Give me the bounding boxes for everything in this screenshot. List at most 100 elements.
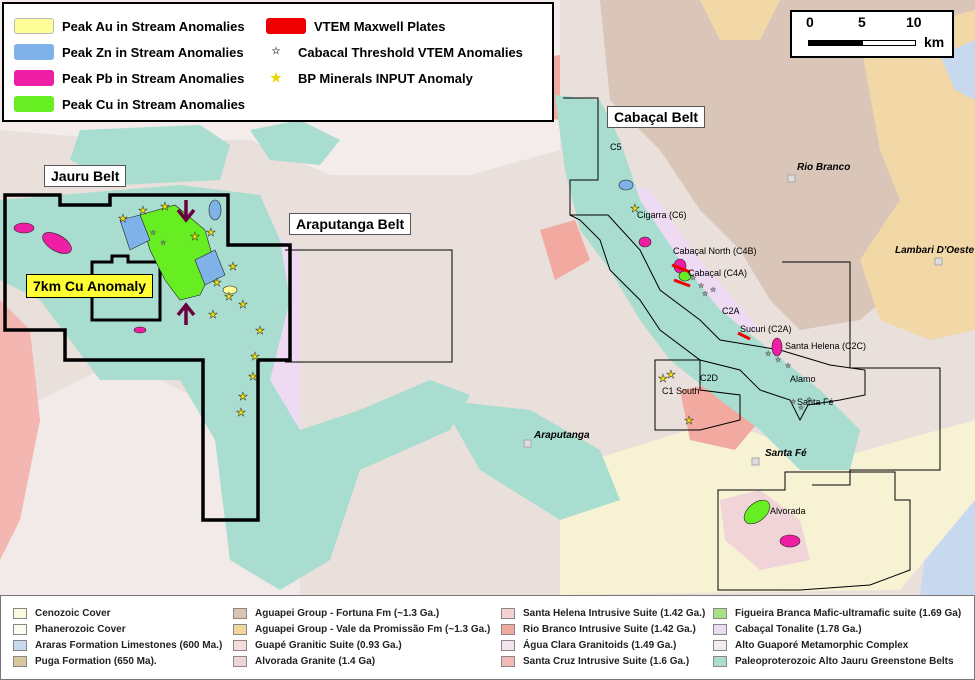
svg-text:★: ★ (160, 200, 170, 213)
pb-anomaly-alvorada (779, 534, 801, 548)
scale-label-5: 5 (858, 14, 866, 30)
svg-text:★: ★ (255, 324, 265, 337)
target-c5: C5 (610, 142, 622, 152)
rio-branco-area-1 (540, 220, 590, 280)
small-star-icon: ☆ (271, 46, 281, 57)
svg-text:★: ★ (212, 276, 222, 289)
scale-segment-light (862, 40, 916, 46)
zn-anomaly-1 (119, 214, 151, 251)
cabacal-belt-label: Cabaçal Belt (607, 106, 706, 128)
geo-item-araras: Araras Formation Limestones (600 Ma.) (13, 638, 222, 652)
cu-anomaly-label: 7km Cu Anomaly (26, 274, 154, 298)
target-c2a: C2A (722, 306, 740, 316)
label: Aguapei Group - Vale da Promissão Fm (~1… (255, 623, 491, 635)
svg-text:★: ★ (250, 350, 260, 363)
pb-anomaly-c4b (638, 236, 652, 248)
vtem-plate-swatch (266, 18, 306, 34)
svg-text:★: ★ (236, 406, 246, 419)
town-araputanga: Araputanga (534, 430, 590, 441)
label: Araras Formation Limestones (600 Ma.) (35, 639, 223, 651)
svg-text:★: ★ (228, 260, 238, 273)
target-sucuri: Sucuri (C2A) (740, 324, 792, 334)
cabacal-greenstone-belt (555, 95, 860, 470)
svg-text:☆: ☆ (690, 274, 696, 282)
svg-text:★: ★ (630, 202, 640, 215)
pb-anomaly-south (133, 326, 147, 334)
legend-label-bp-input: BP Minerals INPUT Anomaly (298, 70, 473, 86)
label: Santa Cruz Intrusive Suite (1.6 Ga.) (523, 655, 690, 667)
au-anomaly-1 (222, 285, 238, 295)
scale-label-10: 10 (906, 14, 922, 30)
greenstone-patch-north (250, 120, 340, 165)
scale-unit: km (924, 34, 945, 50)
label: Cenozoic Cover (35, 607, 111, 619)
araputanga-marker (523, 439, 532, 448)
town-lambari: Lambari D'Oeste (895, 245, 975, 256)
geo-item-rio-branco: Rio Branco Intrusive Suite (1.42 Ga.) (501, 622, 696, 636)
swatch (233, 639, 247, 651)
legend-label-cu: Peak Cu in Stream Anomalies (62, 96, 246, 112)
svg-text:☆: ☆ (785, 362, 791, 370)
cabacal-tenement-outline (563, 97, 866, 422)
pb-swatch (14, 70, 54, 86)
legend-item-pb: Peak Pb in Stream Anomalies (14, 68, 244, 88)
geo-item-vale-promissao: Aguapei Group - Vale da Promissão Fm (~1… (233, 622, 490, 636)
araputanga-tenement (285, 249, 453, 363)
svg-text:★: ★ (206, 226, 216, 239)
bp-input-anomaly-stars: ★★★ ★★★ ★★★ ★★★ ★★★ ★★★ ★ (118, 200, 695, 428)
lambari-marker (934, 257, 943, 266)
legend-label-vtem-plates: VTEM Maxwell Plates (314, 18, 446, 34)
scale-segment-dark (808, 40, 862, 46)
cabacal-vtem-anomaly-stars: ☆☆☆ ☆☆☆ ☆☆☆ ☆☆☆ (150, 229, 813, 412)
svg-text:★: ★ (658, 372, 668, 385)
swatch (713, 639, 727, 651)
svg-text:★: ★ (224, 290, 234, 303)
cu-swatch (14, 96, 54, 112)
svg-text:☆: ☆ (710, 286, 716, 294)
geo-item-santa-cruz: Santa Cruz Intrusive Suite (1.6 Ga.) (501, 654, 689, 668)
legend-label-vtem-anomalies: Cabacal Threshold VTEM Anomalies (298, 44, 523, 60)
vtem-plate-2 (673, 278, 691, 288)
geo-item-cabacal-tonalite: Cabaçal Tonalite (1.78 Ga.) (713, 622, 862, 636)
geo-item-alvorada: Alvorada Granite (1.4 Ga) (233, 654, 375, 668)
pb-anomaly-west (42, 232, 72, 254)
svg-text:★: ★ (208, 308, 218, 321)
svg-text:★: ★ (118, 212, 128, 225)
vale-promissao-area (860, 10, 975, 340)
geo-item-agua-clara: Água Clara Granitoids (1.49 Ga.) (501, 638, 676, 652)
swatch (13, 639, 27, 651)
alvorada-granite-area (720, 490, 810, 570)
svg-text:★: ★ (138, 204, 148, 217)
target-c1-south: C1 South (662, 386, 700, 396)
svg-text:☆: ☆ (798, 404, 804, 412)
au-swatch (14, 18, 54, 34)
anomaly-legend: Peak Au in Stream Anomalies Peak Zn in S… (2, 2, 554, 122)
legend-item-zn: Peak Zn in Stream Anomalies (14, 42, 244, 62)
svg-text:☆: ☆ (765, 350, 771, 358)
jauru-belt-label: Jauru Belt (44, 165, 127, 187)
label: Phanerozoic Cover (35, 623, 126, 635)
zn-anomaly-2 (194, 249, 226, 286)
vtem-plate-1 (671, 263, 691, 274)
araputanga-greenstone (440, 400, 620, 520)
swatch (501, 607, 515, 619)
arrow-up-icon (176, 302, 196, 325)
swatch (13, 655, 27, 667)
swatch (233, 607, 247, 619)
label: Guapé Granitic Suite (0.93 Ga.) (255, 639, 402, 651)
swatch (713, 607, 727, 619)
svg-text:★: ★ (684, 414, 694, 427)
vtem-plate-3 (737, 331, 751, 341)
geo-item-phanerozoic: Phanerozoic Cover (13, 622, 126, 636)
svg-text:☆: ☆ (702, 290, 708, 298)
swatch (501, 655, 515, 667)
label: Figueira Branca Mafic-ultramafic suite (… (735, 607, 962, 619)
svg-text:★: ★ (238, 390, 248, 403)
legend-item-au: Peak Au in Stream Anomalies (14, 16, 245, 36)
east-tenement-outline (782, 261, 941, 486)
target-alvorada: Alvorada (770, 506, 806, 516)
svg-text:☆: ☆ (160, 239, 166, 247)
zn-swatch (14, 44, 54, 60)
zn-anomaly-cabacal (618, 179, 634, 191)
